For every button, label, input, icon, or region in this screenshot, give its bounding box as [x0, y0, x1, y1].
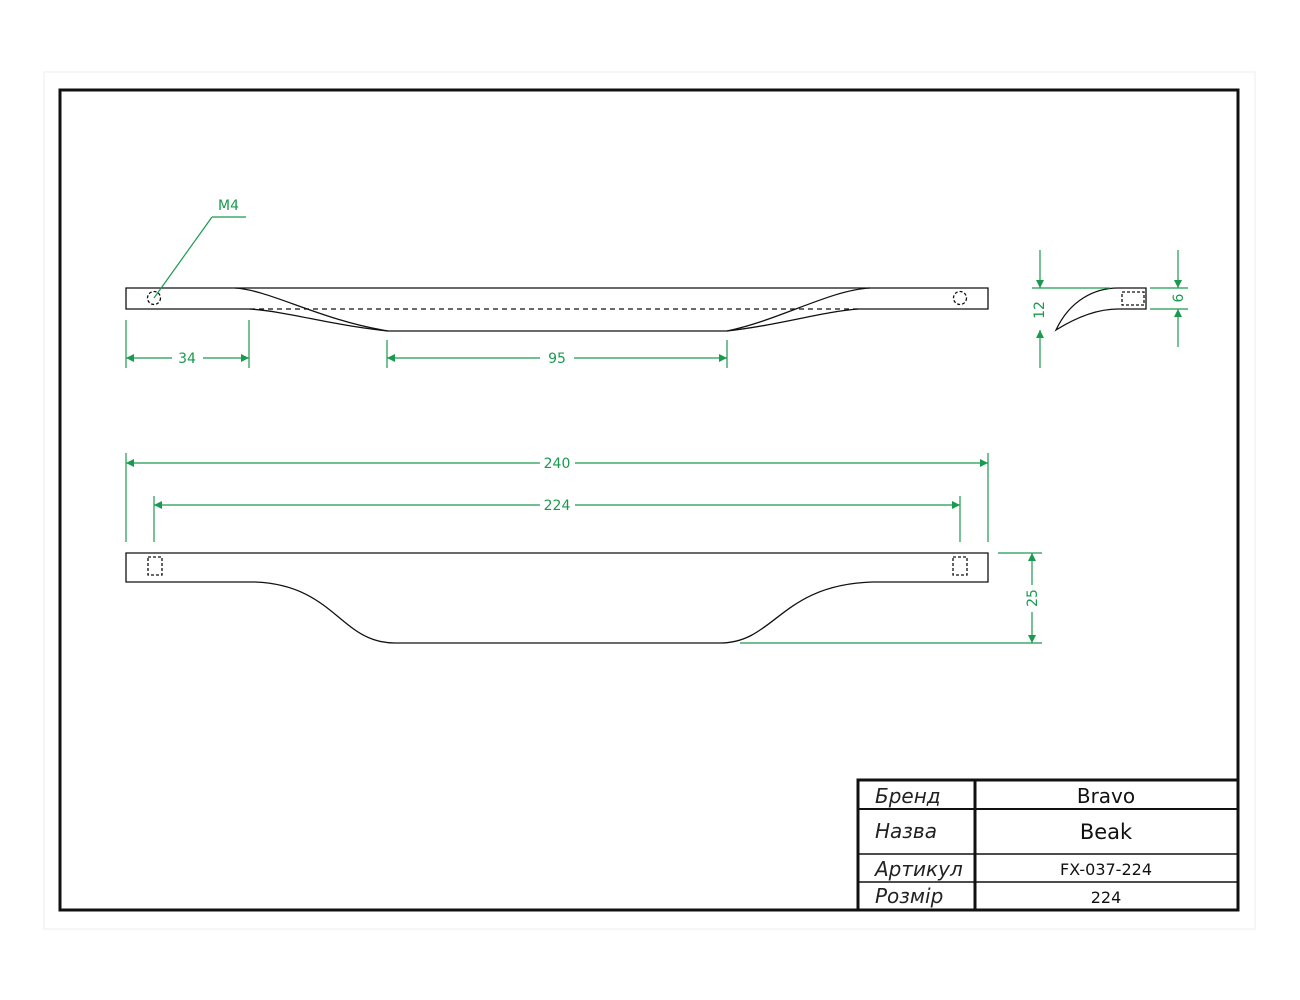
title-block-label-brand: Бренд: [875, 784, 941, 808]
dim-profile-depth-label: 25: [1025, 589, 1041, 607]
dim-grip-length-label: 95: [548, 351, 566, 367]
mounting-hole-right: [952, 290, 968, 306]
title-block-label-size: Розмір: [875, 884, 943, 908]
thread-leader: [153, 216, 246, 299]
top-view-right-curve: [726, 287, 871, 332]
front-view-hidden-hole-left: [147, 556, 163, 576]
title-block-label-name: Назва: [875, 819, 937, 843]
dim-hole-offset: [125, 320, 250, 368]
title-block-value-article: FX-037-224: [1060, 860, 1152, 879]
top-view: [125, 287, 989, 332]
side-view-hidden-slot: [1121, 291, 1145, 306]
side-view: [1054, 287, 1147, 332]
dim-hole-spacing: [153, 496, 961, 542]
dim-side-thickness-label: 6: [1171, 293, 1187, 302]
dim-side-height-label: 12: [1032, 301, 1048, 319]
dim-hole-offset-label: 34: [178, 351, 196, 367]
title-block-value-brand: Bravo: [1077, 784, 1135, 808]
side-view-profile: [1054, 287, 1147, 332]
drawing-frame: [58, 88, 1240, 912]
top-view-left-curve: [234, 287, 389, 332]
mounting-hole-left: [146, 290, 162, 306]
thread-label: M4: [218, 198, 239, 214]
dim-grip-length: [386, 340, 728, 368]
dim-overall-length-label: 240: [544, 456, 571, 472]
dim-hole-spacing-label: 224: [544, 498, 571, 514]
dim-side-height: [1032, 250, 1110, 368]
dim-side-thickness: [1150, 250, 1188, 347]
dim-profile-depth: [740, 552, 1042, 644]
front-view-hidden-hole-right: [952, 556, 968, 576]
front-view: [125, 552, 989, 644]
paper-outline: [43, 71, 1256, 930]
title-block-value-size: 224: [1091, 888, 1122, 907]
title-block-label-article: Артикул: [873, 857, 963, 881]
front-view-outline: [125, 552, 989, 644]
title-block-value-name: Beak: [1080, 820, 1133, 844]
dim-overall-length: [125, 453, 989, 542]
title-block: [856, 778, 1240, 912]
